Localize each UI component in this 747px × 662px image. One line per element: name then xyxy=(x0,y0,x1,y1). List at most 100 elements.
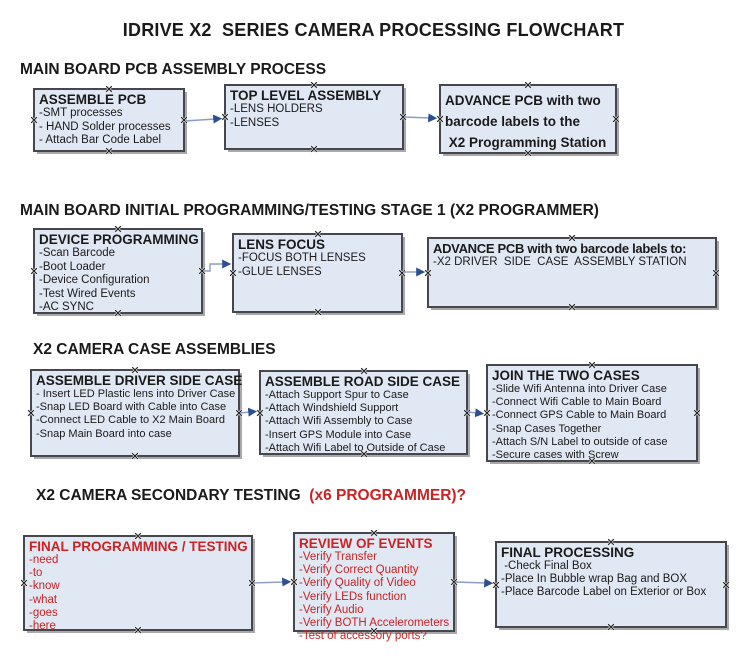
arrow-final-programming-to-review xyxy=(252,577,292,587)
connection-handle-icon xyxy=(105,85,113,93)
box-title: JOIN THE TWO CASES xyxy=(492,368,640,383)
connection-handle-icon xyxy=(235,409,243,417)
connection-handle-icon xyxy=(568,234,576,242)
box-line: -Snap LED Board with Cable into Case xyxy=(36,401,227,414)
connection-handle-icon xyxy=(30,116,38,124)
box-line: -X2 DRIVER SIDE CASE ASSEMBLY STATION xyxy=(433,256,687,268)
box-line: -Place In Bubble wrap Bag and BOX xyxy=(501,573,688,586)
connection-handle-icon xyxy=(463,408,471,417)
box-line: -Boot Loader xyxy=(39,260,106,273)
flow-box-device-programming[interactable]: DEVICE PROGRAMMING -Scan Barcode -Boot L… xyxy=(30,225,206,317)
box-line: -Verify BOTH Accelerometers xyxy=(299,617,450,630)
connection-handle-icon xyxy=(524,149,532,157)
box-line: -Attach Windshield Support xyxy=(265,402,399,415)
page-title: IDRIVE X2 SERIES CAMERA PROCESSING FLOWC… xyxy=(122,20,625,40)
flow-box-final-programming-testing[interactable]: FINAL PROGRAMMING / TESTING -need -to -k… xyxy=(20,532,256,634)
box-line: -goes xyxy=(29,606,58,619)
flow-box-join-the-two-cases[interactable]: JOIN THE TWO CASES -Slide Wifi Antenna i… xyxy=(483,361,701,465)
flow-box-top-level-assembly[interactable]: TOP LEVEL ASSEMBLY -LENS HOLDERS -LENSES xyxy=(221,81,407,153)
flow-box-review-of-events[interactable]: REVIEW OF EVENTS -Verify Transfer -Verif… xyxy=(290,529,458,642)
box-line: -Snap Main Board into case xyxy=(36,427,172,440)
connection-handle-icon xyxy=(105,147,113,155)
box-line: -Scan Barcode xyxy=(39,247,116,259)
connection-handle-icon xyxy=(359,450,368,458)
box-title: ADVANCE PCB with two xyxy=(445,93,601,108)
connection-handle-icon xyxy=(30,267,38,275)
connection-handle-icon xyxy=(722,580,730,589)
box-line: -Place Barcode Label on Exterior or Box xyxy=(501,586,707,599)
connection-handle-icon xyxy=(134,532,142,540)
connection-handle-icon xyxy=(256,408,264,417)
connection-handle-icon xyxy=(607,538,615,546)
box-line: -Attach Wifi Label to Outside of Case xyxy=(265,441,446,454)
box-title: LENS FOCUS xyxy=(238,237,326,252)
box-line: -Check Final Box xyxy=(501,560,592,572)
section-header-initial-programming: MAIN BOARD INITIAL PROGRAMMING/TESTING S… xyxy=(20,202,599,219)
box-line: - Insert LED Plastic lens into Driver Ca… xyxy=(36,388,236,400)
arrow-top-level-to-advance-pcb xyxy=(403,113,438,123)
box-line: -Verify Audio xyxy=(299,603,364,616)
connection-handle-icon xyxy=(398,269,406,277)
connection-handle-icon xyxy=(359,367,368,375)
connection-handle-icon xyxy=(436,115,444,123)
connection-handle-icon xyxy=(290,578,298,586)
connection-handle-icon xyxy=(568,303,576,311)
connection-handle-icon xyxy=(180,116,188,124)
section-header-pcb-assembly: MAIN BOARD PCB ASSEMBLY PROCESS xyxy=(20,61,327,78)
box-line: -GLUE LENSES xyxy=(238,265,322,278)
connection-handle-icon xyxy=(483,409,491,417)
connection-handle-icon xyxy=(114,309,122,317)
section-header-case-assemblies: X2 CAMERA CASE ASSEMBLIES xyxy=(33,341,276,358)
box-title: ADVANCE PCB with two barcode labels to: xyxy=(433,241,687,256)
connection-handle-icon xyxy=(424,268,432,277)
connection-handle-icon xyxy=(693,409,701,417)
connection-handle-icon xyxy=(313,230,322,238)
connection-handle-icon xyxy=(20,579,28,587)
connection-handle-icon xyxy=(229,269,237,277)
box-line: X2 Programming Station xyxy=(445,135,607,150)
box-line: -Verify Correct Quantity xyxy=(299,564,419,577)
connection-handle-icon xyxy=(313,308,322,316)
box-line: -what xyxy=(29,593,58,606)
flow-box-assemble-driver-side-case[interactable]: ASSEMBLE DRIVER SIDE CASE - Insert LED P… xyxy=(27,366,243,460)
connection-handle-icon xyxy=(370,529,378,537)
box-line: -Secure cases with Screw xyxy=(492,449,619,462)
connection-handle-icon xyxy=(248,579,256,587)
connection-handle-icon xyxy=(712,268,720,277)
section-header-secondary-testing-text: X2 CAMERA SECONDARY TESTING xyxy=(36,487,310,504)
flow-box-assemble-pcb[interactable]: ASSEMBLE PCB -SMT processes - HAND Solde… xyxy=(30,85,188,155)
box-title: FINAL PROGRAMMING / TESTING xyxy=(29,539,248,554)
box-line: -Snap Cases Together xyxy=(492,422,602,435)
connection-handle-icon xyxy=(134,626,142,634)
connection-handle-icon xyxy=(198,267,206,275)
connection-handle-icon xyxy=(131,452,139,460)
box-line: -Device Configuration xyxy=(39,274,150,287)
connection-handle-icon xyxy=(114,225,122,233)
connection-handle-icon xyxy=(588,457,596,465)
box-line: - Attach Bar Code Label xyxy=(39,134,162,147)
box-line: -Attach Wifi Assembly to Case xyxy=(265,415,413,428)
connection-handle-icon xyxy=(27,409,35,417)
box-line: -Verify LEDs function xyxy=(299,590,407,603)
flow-box-assemble-road-side-case[interactable]: ASSEMBLE ROAD SIDE CASE -Attach Support … xyxy=(256,367,471,458)
connection-handle-icon xyxy=(131,366,139,374)
connection-handle-icon xyxy=(310,145,318,153)
box-line: -SMT processes xyxy=(39,107,123,119)
box-line: -Verify Quality of Video xyxy=(299,577,416,590)
box-line: -here xyxy=(29,620,56,633)
connection-handle-icon xyxy=(399,113,407,121)
flow-box-advance-pcb-driver-side[interactable]: ADVANCE PCB with two barcode labels to: … xyxy=(424,234,720,311)
box-line: -Insert GPS Module into Case xyxy=(265,428,412,441)
section-header-programmer-note: (x6 PROGRAMMER)? xyxy=(309,487,467,504)
connection-handle-icon xyxy=(524,81,532,89)
flow-box-lens-focus[interactable]: LENS FOCUS -FOCUS BOTH LENSES -GLUE LENS… xyxy=(229,230,406,316)
connection-handle-icon xyxy=(607,623,615,631)
connection-handle-icon xyxy=(612,115,620,123)
flow-box-advance-pcb-programming-station[interactable]: ADVANCE PCB with two barcode labels to t… xyxy=(436,81,620,157)
arrow-review-to-final-processing xyxy=(454,578,494,588)
flow-box-final-processing[interactable]: FINAL PROCESSING -Check Final Box -Place… xyxy=(492,538,730,631)
box-line: - HAND Solder processes xyxy=(39,120,171,133)
connection-handle-icon xyxy=(492,580,500,589)
connection-handle-icon xyxy=(221,113,229,121)
